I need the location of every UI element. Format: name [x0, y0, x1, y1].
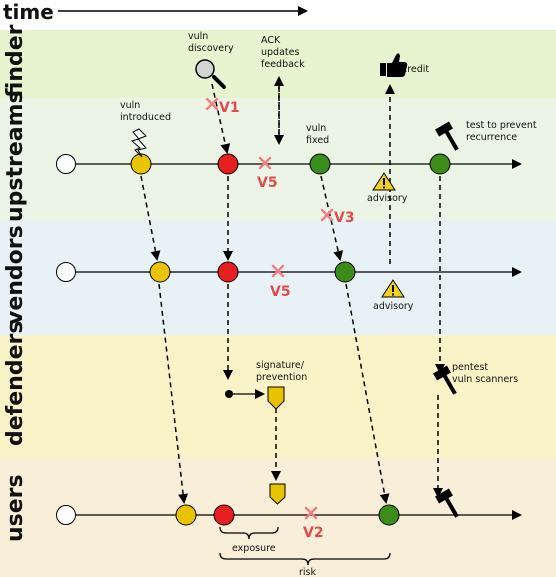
note-ack-1: ACK — [261, 35, 281, 46]
exposure-brace — [219, 526, 279, 540]
x-mark-v3 — [320, 208, 334, 222]
hammer-icon — [435, 488, 459, 518]
users-vuln-discovered-node — [213, 504, 235, 526]
vendors-start — [56, 262, 76, 282]
note-signature-1: signature/ — [256, 360, 305, 371]
lane-label-upstreams: upstreams — [3, 90, 28, 222]
note-vuln-introduced-1: vuln — [120, 100, 140, 111]
vtag-v1: V1 — [219, 100, 240, 116]
hammer-icon — [435, 121, 459, 151]
shield-icon — [267, 386, 285, 410]
note-test-prevent-2: recurrence — [466, 132, 517, 143]
x-mark-v1 — [205, 97, 219, 111]
risk-label: risk — [299, 567, 316, 577]
diagram-title: time — [3, 0, 54, 24]
note-test-prevent-1: test to prevent — [466, 120, 537, 131]
note-vuln-fixed-2: fixed — [306, 135, 329, 146]
lane-label-finder: finder — [3, 24, 28, 98]
x-mark-v5-upstream — [258, 156, 272, 170]
vtag-v2: V2 — [303, 525, 324, 541]
risk-brace — [219, 552, 391, 566]
finder-lane — [0, 30, 556, 98]
vendors-lane — [0, 220, 556, 335]
note-advisory-vendor: advisory — [373, 301, 414, 312]
vendor-vuln-introduced-node — [149, 261, 171, 283]
lane-label-defenders: defenders — [3, 321, 28, 446]
exposure-label: exposure — [232, 543, 276, 554]
warning-icon — [381, 279, 405, 298]
magnifier-icon — [195, 59, 226, 89]
upstream-vuln-fixed-node — [309, 153, 331, 175]
note-vuln-introduced-2: introduced — [120, 112, 171, 123]
flow-arrows — [140, 76, 445, 504]
note-vuln-fixed-1: vuln — [306, 123, 326, 134]
lane-label-vendors: vendors — [3, 225, 28, 325]
note-signature-2: prevention — [256, 372, 307, 383]
x-mark-v2 — [304, 506, 318, 520]
x-marks — [205, 97, 334, 520]
upstream-vuln-discovered-node — [217, 153, 239, 175]
arrow-fix-users — [345, 283, 390, 504]
vtag-v5-upstream: V5 — [257, 175, 278, 191]
arrow-intro-users — [158, 283, 189, 504]
users-start — [56, 505, 76, 525]
note-ack-3: feedback — [261, 59, 305, 70]
note-pentest-2: vuln scanners — [452, 374, 518, 385]
vendor-vuln-discovered-node — [217, 261, 239, 283]
arrow-discovery-upstream — [211, 83, 231, 154]
lane-label-users: users — [3, 474, 28, 542]
vendor-vuln-fixed-node — [334, 261, 356, 283]
users-vuln-fixed-node — [378, 504, 400, 526]
note-ack-2: updates — [261, 47, 299, 58]
upstream-vuln-introduced-node — [130, 153, 152, 175]
warning-icon — [372, 172, 396, 191]
x-mark-v5-vendor — [271, 264, 285, 278]
shield-icon — [269, 483, 286, 505]
lightning-icon — [130, 128, 147, 158]
note-credit: credit — [402, 64, 429, 75]
note-advisory-upstream: advisory — [367, 193, 408, 204]
thumbs-up-icon — [380, 53, 408, 77]
upstreams-lane — [0, 98, 556, 220]
note-vuln-discovery-2: discovery — [188, 43, 234, 54]
upstreams-start — [56, 154, 76, 174]
upstream-test-node — [429, 153, 451, 175]
vtag-v3: V3 — [334, 210, 355, 226]
signature-start-dot — [225, 390, 233, 398]
users-vuln-introduced-node — [175, 504, 197, 526]
note-pentest-1: pentest — [452, 362, 488, 373]
hammer-icon — [433, 365, 457, 395]
vtag-v5-vendor: V5 — [270, 284, 291, 300]
note-vuln-discovery-1: vuln — [188, 31, 208, 42]
